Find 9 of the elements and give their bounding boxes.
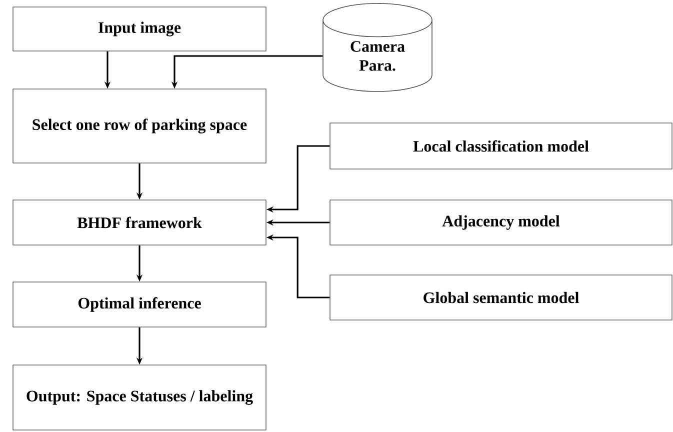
process-box: Local classification model — [330, 122, 672, 170]
process-box: Select one row of parking space — [12, 88, 266, 164]
process-box: Adjacency model — [330, 200, 672, 246]
process-box: BHDF framework — [12, 200, 266, 246]
process-box: Input image — [12, 6, 266, 52]
cylinder: Camera Para. — [322, 3, 432, 92]
process-box: Optimal inference — [12, 282, 266, 328]
process-box: Output: Space Statuses / labeling — [12, 364, 266, 430]
process-box: Global semantic model — [330, 274, 672, 320]
